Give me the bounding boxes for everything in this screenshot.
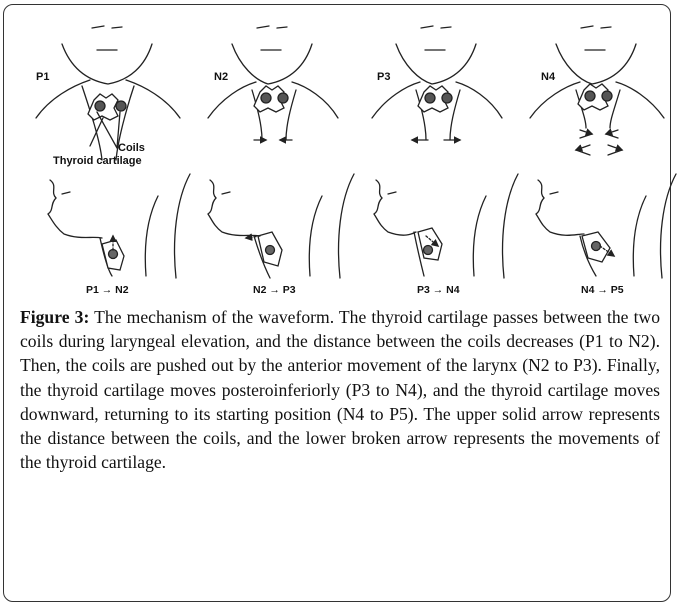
transition-label-1: P1 → N2: [86, 284, 129, 296]
transition-label-3: P3 → N4: [417, 284, 460, 296]
panel-label-p1: P1: [36, 71, 49, 83]
lateral-neck-panel-4: [536, 174, 676, 278]
frontal-neck-panel-p1: [36, 26, 180, 160]
frontal-neck-panel-n2: [208, 26, 338, 140]
panel-label-n2: N2: [214, 71, 228, 83]
coils-annotation: Coils: [118, 142, 145, 154]
thyroid-cartilage-annotation: Thyroid cartilage: [53, 155, 142, 167]
figure-3-illustration: P1 Coils Thyroid cartilage N2 P3: [0, 0, 678, 300]
panel-label-p3: P3: [377, 71, 390, 83]
figure-label: Figure 3:: [20, 307, 89, 327]
lateral-neck-panel-1: [48, 174, 190, 278]
frontal-neck-panel-n4: [530, 26, 664, 155]
transition-label-2: N2 → P3: [253, 284, 296, 296]
lateral-neck-panel-2: [208, 174, 354, 278]
panel-label-n4: N4: [541, 71, 556, 83]
transition-label-4: N4 → P5: [581, 284, 624, 296]
lateral-neck-panel-3: [374, 174, 518, 278]
figure-caption-text: The mechanism of the waveform. The thyro…: [20, 307, 660, 472]
figure-caption: Figure 3: The mechanism of the waveform.…: [20, 305, 660, 474]
frontal-neck-panel-p3: [372, 26, 502, 140]
